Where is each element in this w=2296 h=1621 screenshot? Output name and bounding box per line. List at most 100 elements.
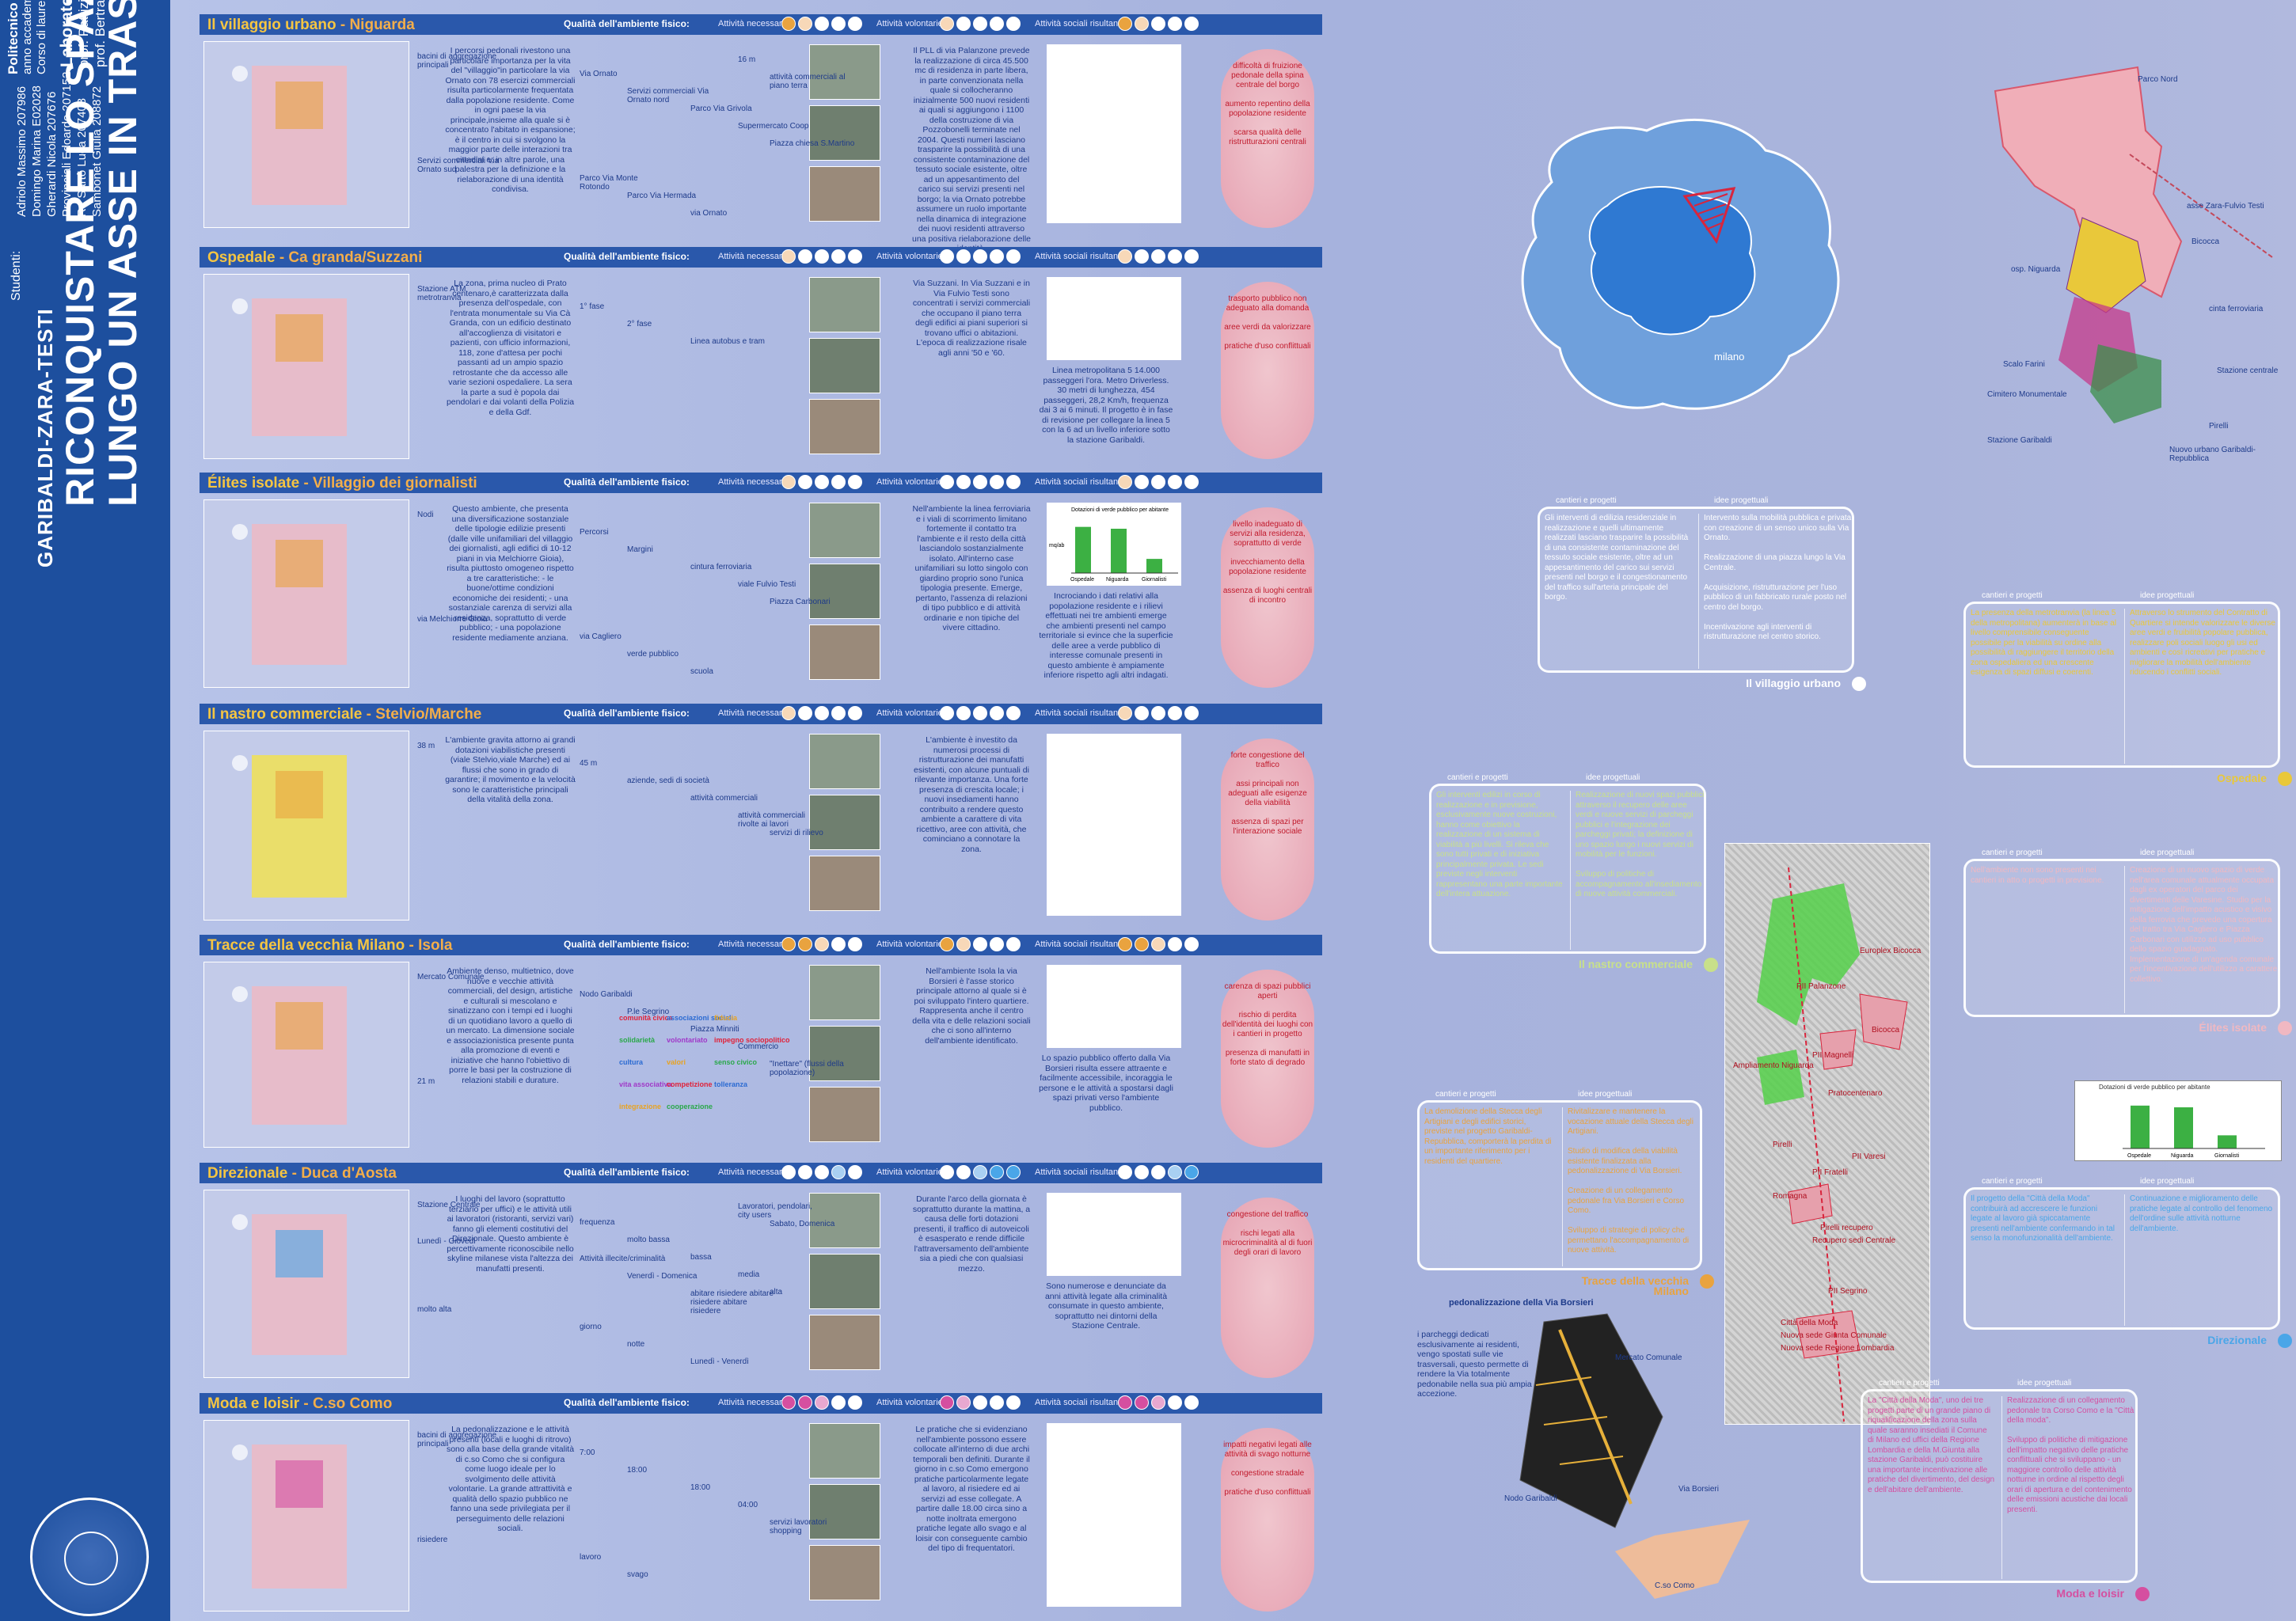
card-dot-icon <box>2278 1021 2292 1035</box>
section-title-main: Tracce della vecchia Milano <box>207 937 405 954</box>
section-title-sub: - C.so Como <box>299 1395 393 1412</box>
map-label: attività commerciali al piano terra <box>770 73 846 90</box>
dots-1 <box>781 706 865 722</box>
dots-1 <box>781 475 865 491</box>
dots-3 <box>1118 1395 1201 1411</box>
card-col-1: Gli interventi edilizi in corso di reali… <box>1436 791 1563 898</box>
section-map <box>203 41 409 228</box>
card-col-2: Rivitalizzare e mantenere la vocazione a… <box>1562 1107 1702 1266</box>
quality-dot <box>1135 475 1149 489</box>
map-label: Venerdì - Domenica <box>627 1272 698 1281</box>
quality-dot <box>1151 249 1165 264</box>
dots-1 <box>781 17 865 32</box>
section-title-main: Il nastro commerciale <box>207 706 363 723</box>
quality-dot <box>1151 475 1165 489</box>
word-cloud-item: integrazione <box>619 1103 662 1110</box>
plan-label-palanzone: PII Palanzone <box>1796 982 1846 991</box>
student-2: Domingo Marina E02028 <box>30 85 44 217</box>
quality-dot <box>1135 937 1149 951</box>
plan-label-magnelli: PII Magnelli <box>1812 1051 1854 1060</box>
map-label: bacini di aggregazione principali <box>417 52 497 70</box>
quality-dot <box>1184 17 1199 31</box>
photo <box>809 277 880 332</box>
quality-dot <box>1118 475 1132 489</box>
ped-label-garibaldi: Nodo Garibaldi <box>1504 1494 1557 1503</box>
word-cloud-item: tolleranza <box>714 1080 748 1088</box>
activity-label-1: Attività necessarie <box>718 1167 789 1177</box>
card-col-2: Creazione di un nuovo spazio di verde ne… <box>2124 866 2280 1013</box>
section-text-2: Il PLL di via Palanzone prevede la reali… <box>912 46 1032 253</box>
map-label: Lavoratori, pendolari, city users <box>738 1202 812 1220</box>
area-title: GARIBALDI-ZARA-TESTI <box>33 308 57 568</box>
section-title-sub: - Isola <box>405 937 453 954</box>
card-header-1: cantieri e progetti <box>1879 1379 1940 1388</box>
quality-dot <box>815 249 829 264</box>
main-title-line2: LUNGO UN ASSE IN TRASFORMAZIONE <box>101 0 145 507</box>
card-dot-icon <box>2135 1587 2150 1601</box>
quality-label: Qualità dell'ambiente fisico: <box>564 939 690 950</box>
quality-dot <box>990 1395 1004 1410</box>
map-label: Stazione Centrale <box>417 1201 481 1209</box>
quality-dot <box>1184 249 1199 264</box>
map-label: viale Fulvio Testi <box>738 580 796 589</box>
word-cloud-item: fiducia <box>714 1014 738 1022</box>
section-text-2: Le pratiche che si evidenziano nell'ambi… <box>913 1425 1030 1553</box>
photo <box>809 105 880 161</box>
map-label: molto bassa <box>627 1236 670 1244</box>
map-label: Commercio <box>738 1042 779 1051</box>
activity-label-1: Attività necessarie <box>718 1398 789 1407</box>
card-header-1: cantieri e progetti <box>1447 773 1508 782</box>
quality-label: Qualità dell'ambiente fisico: <box>564 251 690 262</box>
quality-dot <box>1184 1395 1199 1410</box>
dots-3 <box>1118 937 1201 953</box>
quality-dot <box>815 1165 829 1179</box>
map-label: via Ornato <box>690 209 728 218</box>
card-name: Direzionale <box>2207 1334 2267 1346</box>
word-cloud-item: impegno sociopolitico <box>714 1036 790 1044</box>
plan-label-moda: Città della Moda <box>1781 1319 1838 1327</box>
card-dot-icon <box>1852 677 1866 691</box>
quality-dot <box>990 937 1004 951</box>
section-text-1: I luoghi del lavoro (soprattutto terziar… <box>447 1194 574 1274</box>
politecnico-logo <box>30 1498 149 1616</box>
section-map <box>203 499 409 688</box>
map-label: scuola <box>690 667 713 676</box>
quality-dot <box>798 937 812 951</box>
axis-label-parco-nord: Parco Nord <box>2138 75 2178 84</box>
quality-dot <box>798 475 812 489</box>
plan-label-fratelli: PII Fratelli <box>1812 1168 1849 1177</box>
map-label: P.le Segrino <box>627 1008 670 1016</box>
dots-3 <box>1118 249 1201 265</box>
photo <box>809 1193 880 1248</box>
chart-tick-label: Giornalisti <box>1142 577 1167 583</box>
section-map <box>203 731 409 921</box>
card-header-2: idee progettuali <box>2140 591 2195 600</box>
section-title-sub: - Villaggio dei giornalisti <box>299 475 477 492</box>
dots-3 <box>1118 475 1201 491</box>
card-col-1: La demolizione della Stecca degli Artigi… <box>1424 1107 1552 1166</box>
card-header-2: idee progettuali <box>2017 1379 2072 1388</box>
card-name: Tracce della vecchia Milano <box>1581 1274 1689 1297</box>
problems-pill: carenza di spazi pubblici aperti rischio… <box>1221 970 1314 1148</box>
axis-label-niguarda: osp. Niguarda <box>2011 265 2061 274</box>
right-chart-tick: Giornalisti <box>2214 1153 2240 1159</box>
quality-dot <box>1151 1165 1165 1179</box>
card-header-1: cantieri e progetti <box>1556 496 1617 505</box>
card-col-1: Il progetto della "Città della Moda" con… <box>1971 1194 2115 1243</box>
section-title-main: Ospedale <box>207 249 276 266</box>
quality-dot <box>798 1395 812 1410</box>
dots-3 <box>1118 1165 1201 1181</box>
dots-1 <box>781 937 865 953</box>
quality-dot <box>956 1395 971 1410</box>
map-label: aziende, sedi di società <box>627 776 709 785</box>
quality-dot <box>1184 937 1199 951</box>
activity-label-3: Attività sociali risultanti <box>1035 1398 1123 1407</box>
quality-dot <box>1168 1165 1182 1179</box>
photo <box>809 734 880 789</box>
quality-dot <box>1151 706 1165 720</box>
quality-dot <box>848 249 862 264</box>
main-title-line1: RICONQUISTARE LO SPAZIO PUBBLICO <box>58 0 102 507</box>
course-name: Corso di laurea specialistica in PUPT <box>35 0 49 74</box>
activity-label-2: Attività volontarie <box>876 940 943 949</box>
